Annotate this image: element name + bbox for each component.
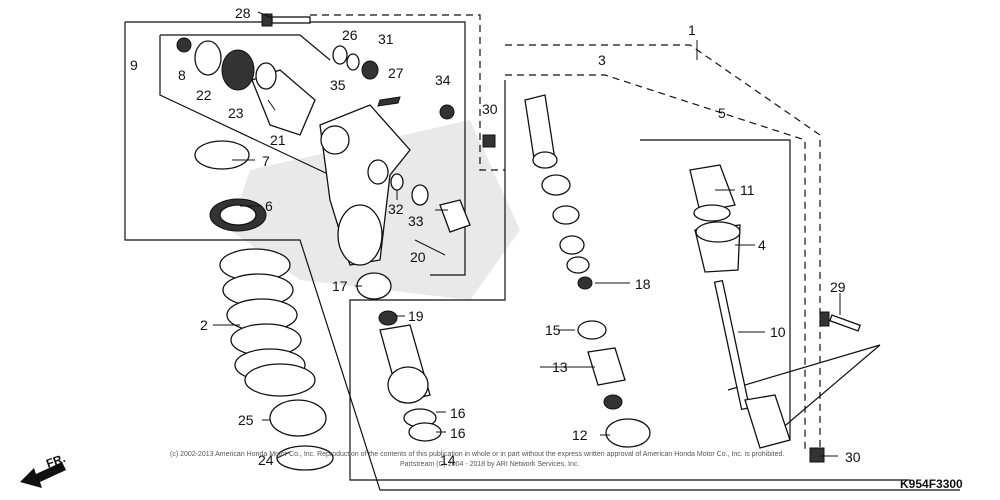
callout-25: 25 bbox=[238, 412, 254, 428]
callout-3: 3 bbox=[598, 52, 606, 68]
callout-30b: 30 bbox=[845, 449, 861, 465]
callout-27: 27 bbox=[388, 65, 404, 81]
callout-32: 32 bbox=[388, 201, 404, 217]
leader-lines bbox=[213, 11, 841, 459]
orientation-label: FR. bbox=[44, 451, 67, 471]
callout-33: 33 bbox=[408, 213, 424, 229]
callout-14: 14 bbox=[440, 452, 456, 468]
callout-19: 19 bbox=[408, 308, 424, 324]
callout-30a: 30 bbox=[482, 101, 498, 117]
valve-stack-graphics bbox=[524, 94, 651, 448]
callout-24: 24 bbox=[258, 452, 274, 468]
callout-35: 35 bbox=[330, 77, 346, 93]
copyright-line-1: (c) 2002-2013 American Honda Motor Co., … bbox=[170, 451, 784, 458]
callout-13: 13 bbox=[552, 359, 568, 375]
callout-2: 2 bbox=[200, 317, 208, 333]
callout-22: 22 bbox=[196, 87, 212, 103]
callout-16b: 16 bbox=[450, 425, 466, 441]
part-graphics bbox=[176, 13, 496, 300]
assembly-frames bbox=[124, 14, 960, 491]
callout-labels: 1 2 3 4 5 6 7 8 9 10 11 12 13 14 15 16 1… bbox=[130, 5, 861, 468]
callout-5: 5 bbox=[718, 105, 726, 121]
callout-10: 10 bbox=[770, 324, 786, 340]
copyright-line-2: Partstream (C) 2004 - 2018 by ARI Networ… bbox=[400, 461, 579, 468]
rod-graphics bbox=[378, 310, 442, 442]
callout-16a: 16 bbox=[450, 405, 466, 421]
callout-31: 31 bbox=[378, 31, 394, 47]
callout-1: 1 bbox=[688, 22, 696, 38]
callout-15: 15 bbox=[545, 322, 561, 338]
callout-21: 21 bbox=[270, 132, 286, 148]
callout-6: 6 bbox=[265, 198, 273, 214]
callout-11: 11 bbox=[740, 182, 755, 198]
callout-12: 12 bbox=[572, 427, 588, 443]
callout-18: 18 bbox=[635, 276, 651, 292]
callout-7: 7 bbox=[262, 153, 270, 169]
spring-graphics bbox=[194, 140, 334, 471]
callout-20: 20 bbox=[410, 249, 426, 265]
callout-8: 8 bbox=[178, 67, 186, 83]
callout-28: 28 bbox=[235, 5, 251, 21]
callout-9: 9 bbox=[130, 57, 138, 73]
rod-assembly-graphics bbox=[689, 164, 861, 463]
callout-17: 17 bbox=[332, 278, 348, 294]
callout-29: 29 bbox=[830, 279, 846, 295]
front-arrow: FR. bbox=[20, 451, 67, 488]
diagram-code: K954F3300 bbox=[900, 477, 963, 491]
callout-4: 4 bbox=[758, 237, 766, 253]
front-arrow-icon bbox=[20, 462, 66, 488]
callout-23: 23 bbox=[228, 105, 244, 121]
callout-34: 34 bbox=[435, 72, 451, 88]
callout-26: 26 bbox=[342, 27, 358, 43]
